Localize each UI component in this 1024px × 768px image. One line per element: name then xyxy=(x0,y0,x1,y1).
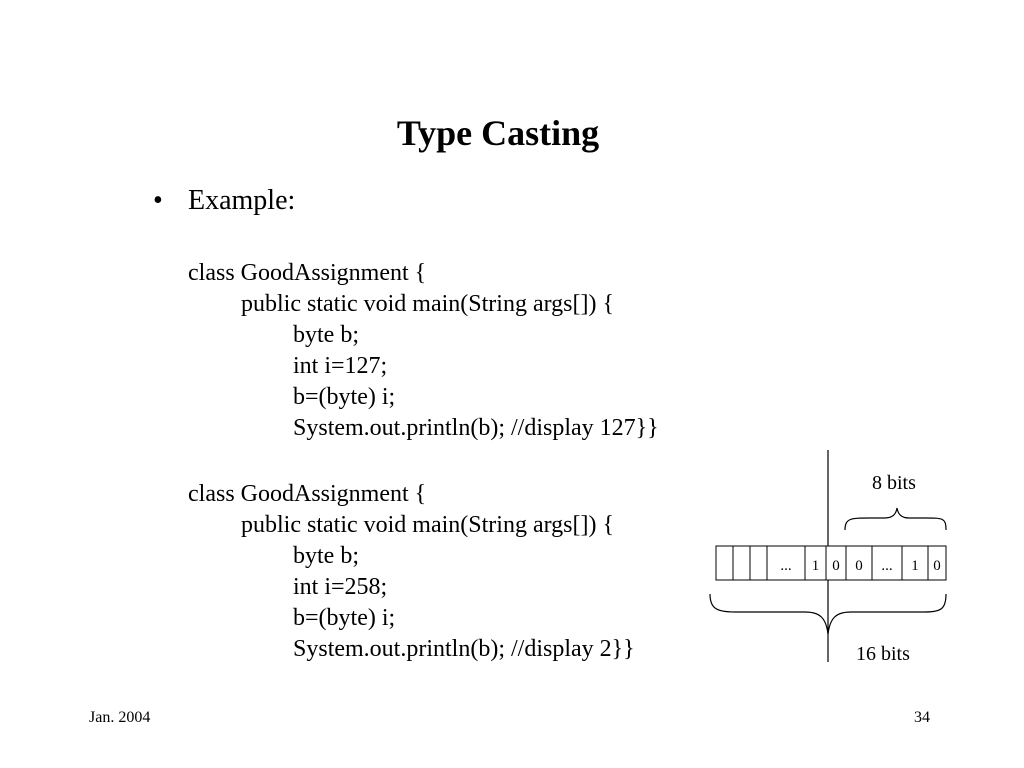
code-line: System.out.println(b); //display 2}} xyxy=(293,636,635,662)
bit-cell-value: ... xyxy=(780,558,791,574)
code-line: int i=258; xyxy=(293,574,388,600)
code-line: class GoodAssignment { xyxy=(188,481,427,507)
slide-title: Type Casting xyxy=(396,113,600,153)
code-line: b=(byte) i; xyxy=(293,384,396,410)
code-line: class GoodAssignment { xyxy=(188,260,427,286)
brace-8bits-icon xyxy=(844,507,947,531)
code-line: byte b; xyxy=(293,322,359,348)
label-8bits: 8 bits xyxy=(872,472,916,494)
bit-cell xyxy=(766,545,806,581)
label-16bits: 16 bits xyxy=(856,643,910,665)
bit-cell-value: 1 xyxy=(812,558,820,574)
bit-cell-value: 0 xyxy=(832,558,840,574)
bit-cell-value: 0 xyxy=(855,558,863,574)
code-line: System.out.println(b); //display 127}} xyxy=(293,415,659,441)
bit-cell xyxy=(732,545,751,581)
bit-cell xyxy=(927,545,947,581)
bit-cell xyxy=(901,545,929,581)
bit-cell xyxy=(845,545,873,581)
page-number: 34 xyxy=(914,709,930,726)
bit-cell xyxy=(749,545,768,581)
code-line: byte b; xyxy=(293,543,359,569)
bit-cell-value: 0 xyxy=(933,558,941,574)
bit-cell xyxy=(715,545,734,581)
brace-16bits-icon xyxy=(709,593,947,635)
code-line: b=(byte) i; xyxy=(293,605,396,631)
bit-cell-value: ... xyxy=(881,558,892,574)
code-line: int i=127; xyxy=(293,353,388,379)
code-line: public static void main(String args[]) { xyxy=(241,512,615,538)
bullet-icon: • xyxy=(153,185,163,216)
bit-cell xyxy=(871,545,903,581)
bit-cell-value: 1 xyxy=(911,558,919,574)
bullet-text: Example: xyxy=(188,185,296,216)
code-line: public static void main(String args[]) { xyxy=(241,291,615,317)
footer-date: Jan. 2004 xyxy=(89,709,151,726)
